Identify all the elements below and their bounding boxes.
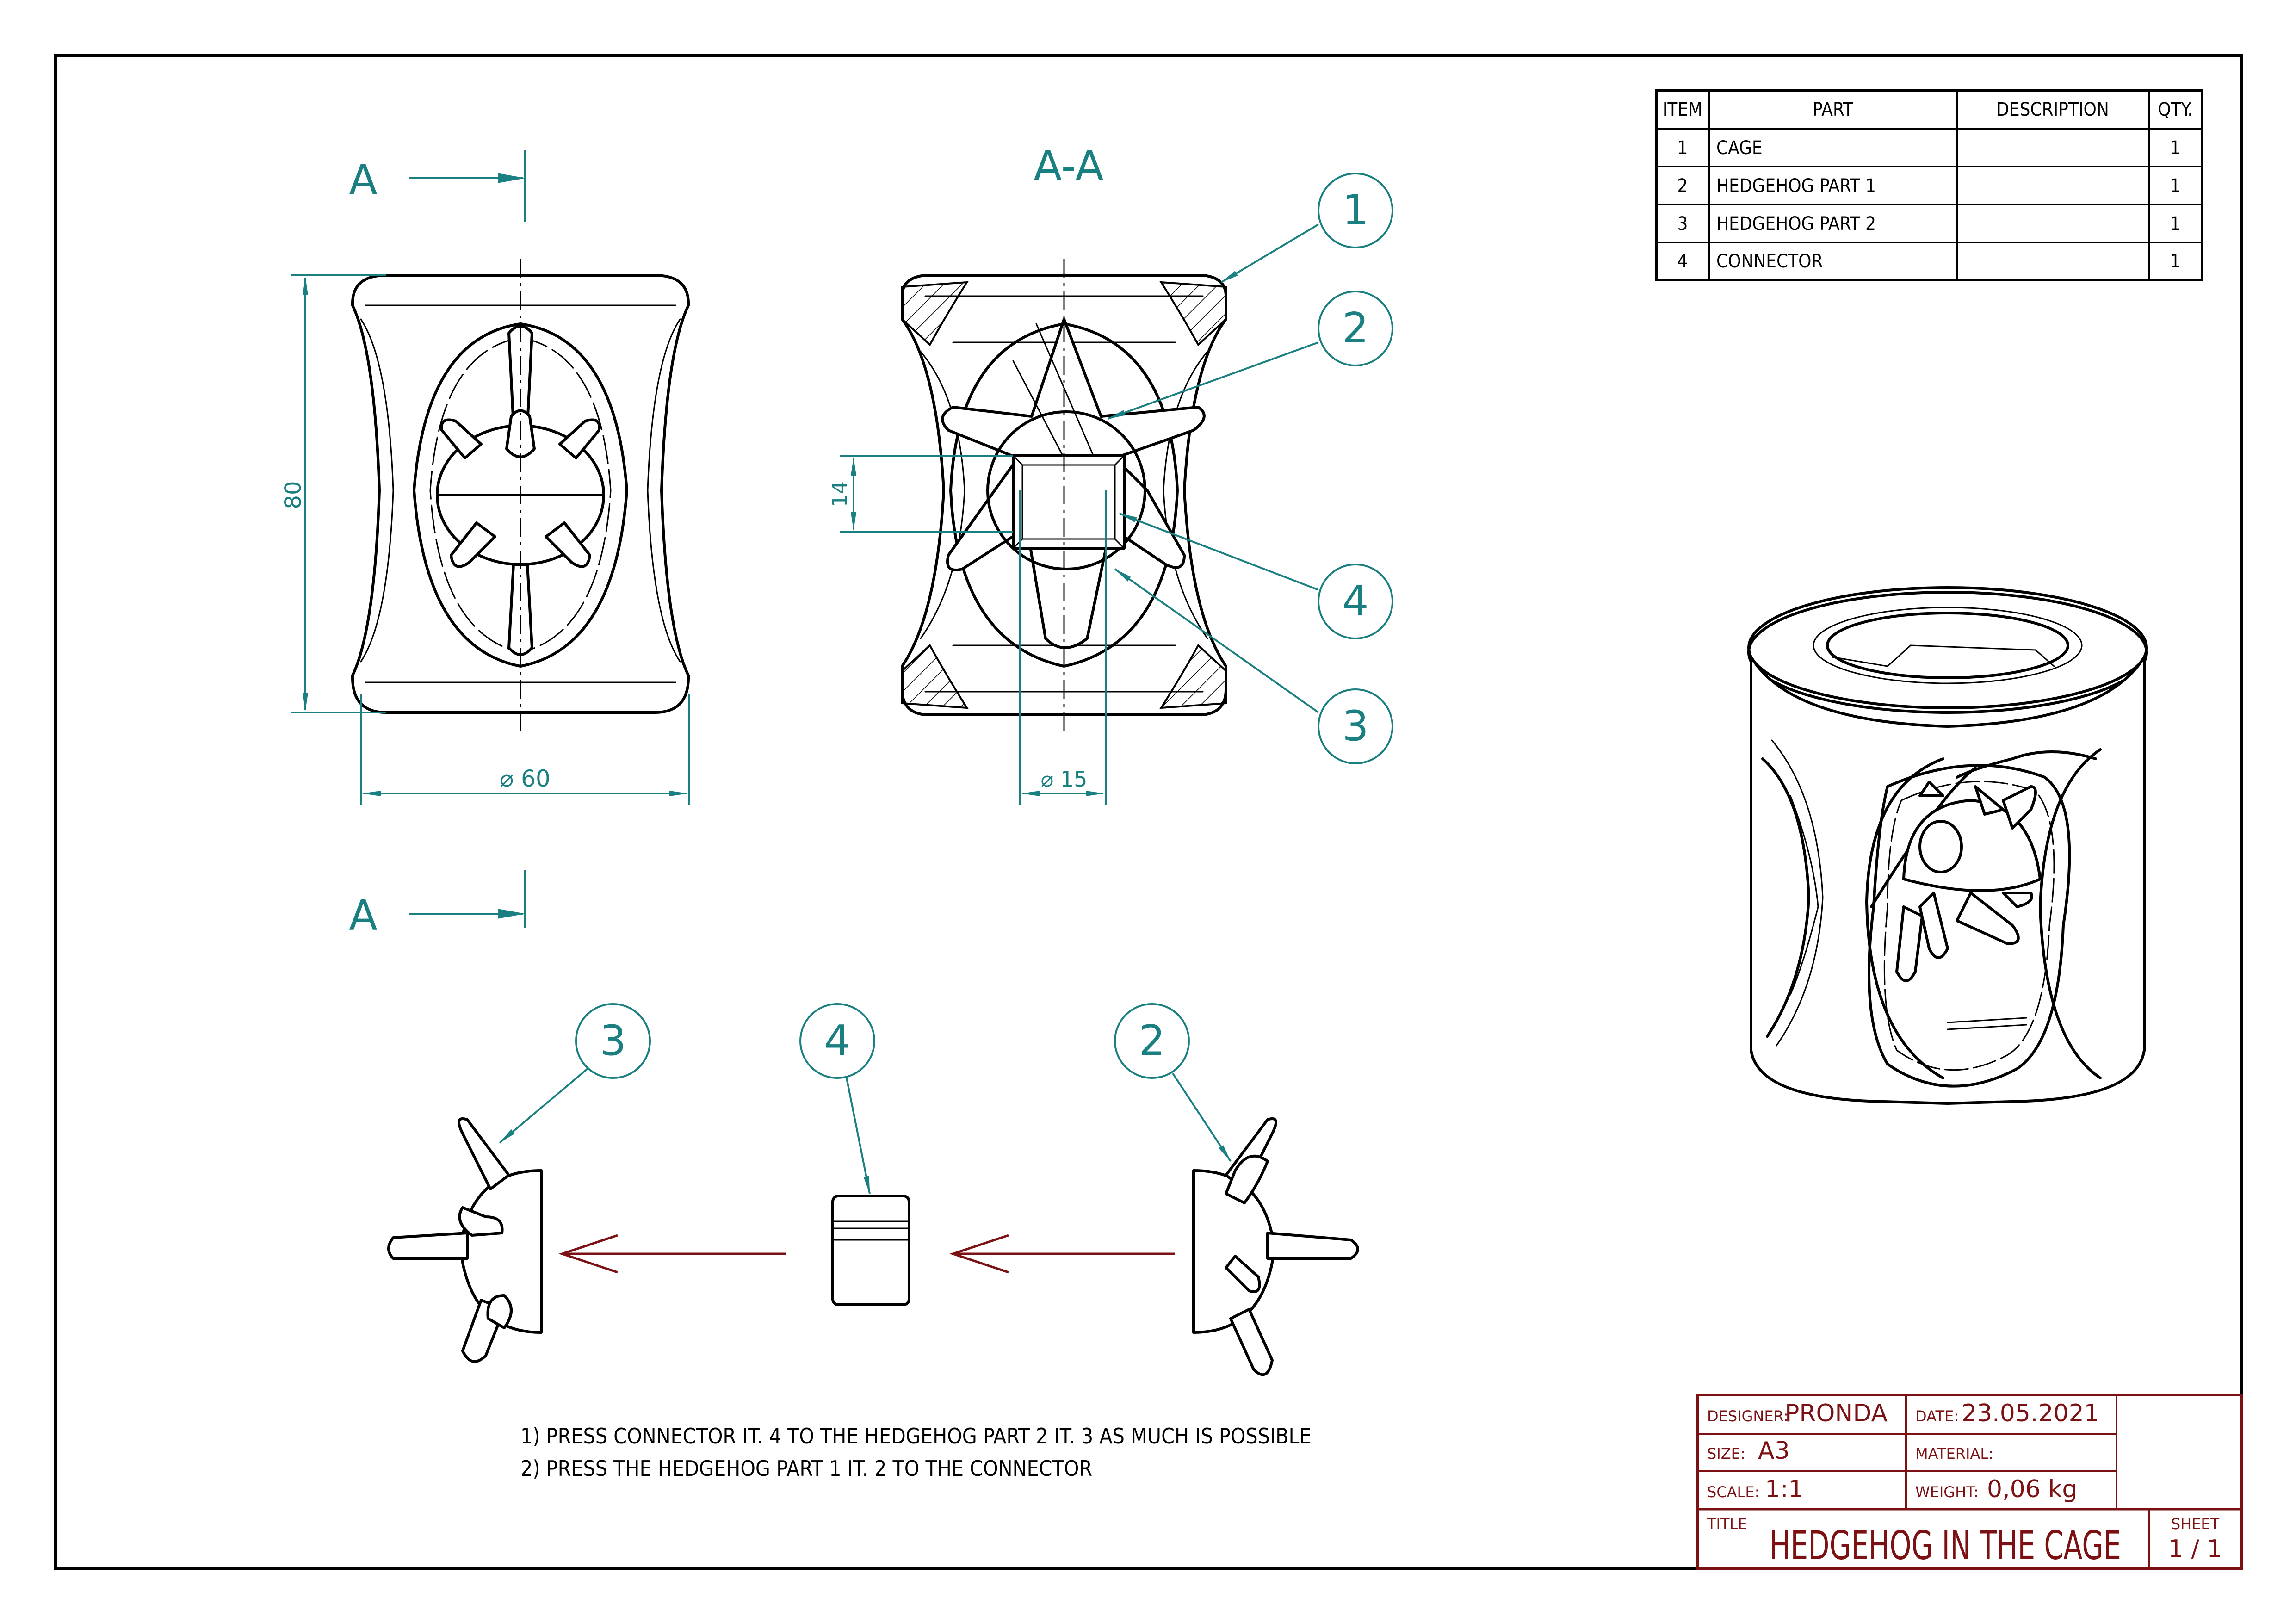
svg-text:2: 2 [1139, 1016, 1165, 1065]
bom-cell: 1 [2170, 137, 2181, 159]
bom-cell: CAGE [1716, 137, 1763, 159]
section-label-top: A [349, 156, 378, 204]
isometric-view [1747, 586, 2148, 1105]
svg-text:1: 1 [1342, 186, 1368, 235]
bom-cell: 1 [2170, 213, 2181, 235]
assembly-note-1: 1) PRESS CONNECTOR IT. 4 TO THE HEDGEHOG… [520, 1424, 1312, 1449]
bom-table: ITEM PART DESCRIPTION QTY. 1 CAGE 1 2 HE… [1655, 89, 2203, 281]
section-marker-top: A [349, 150, 526, 222]
bom-header-description: DESCRIPTION [1996, 99, 2109, 120]
svg-text:2: 2 [1342, 304, 1368, 353]
balloon-2: 2 [1107, 291, 1393, 420]
dimension-outer-diameter: ⌀ 60 [360, 694, 690, 805]
sheet-border [54, 54, 2243, 1570]
assembly-note-2: 2) PRESS THE HEDGEHOG PART 1 IT. 2 TO TH… [520, 1456, 1092, 1481]
bom-header-qty: QTY. [2158, 99, 2193, 120]
weight-label: WEIGHT: [1915, 1483, 1979, 1501]
part-connector [831, 1195, 910, 1306]
section-marker-bottom: A [349, 870, 526, 940]
date-label: DATE: [1915, 1407, 1959, 1425]
date-value: 23.05.2021 [1962, 1400, 2099, 1427]
size-label: SIZE: [1707, 1445, 1745, 1462]
section-label-bottom: A [349, 892, 378, 940]
bom-cell: HEDGEHOG PART 1 [1716, 175, 1876, 197]
material-label: MATERIAL: [1915, 1445, 1993, 1462]
designer-value: PRONDA [1785, 1400, 1888, 1427]
bom-cell: 2 [1677, 175, 1688, 197]
dimension-square-label: 14 [828, 481, 852, 507]
sheet-value: 1 / 1 [2168, 1535, 2222, 1563]
balloon-3: 3 [1114, 568, 1393, 764]
size-value: A3 [1758, 1437, 1790, 1465]
bom-cell: 1 [2170, 251, 2181, 272]
bom-header-part: PART [1813, 99, 1854, 120]
sheet-label: SHEET [2171, 1515, 2220, 1533]
weight-value: 0,06 kg [1987, 1475, 2077, 1503]
dimension-outer-diameter-label: ⌀ 60 [500, 765, 551, 792]
scale-label: SCALE: [1707, 1483, 1759, 1501]
exploded-assembly [387, 1117, 1359, 1376]
svg-text:3: 3 [600, 1016, 626, 1065]
svg-text:4: 4 [824, 1016, 850, 1065]
dimension-inner-diameter-label: ⌀ 15 [1041, 767, 1088, 792]
dimension-inner-diameter: ⌀ 15 [1019, 490, 1107, 805]
dimension-height-label: 80 [280, 481, 306, 509]
part-hedgehog-1 [1192, 1117, 1359, 1376]
dimension-square: 14 [828, 455, 1013, 533]
svg-text:4: 4 [1342, 577, 1368, 626]
dimension-height: 80 [280, 274, 386, 713]
section-title: A-A [1034, 142, 1104, 191]
bom-cell: 1 [2170, 175, 2181, 197]
part-hedgehog-2 [387, 1117, 543, 1363]
bom-cell: CONNECTOR [1716, 251, 1823, 272]
scale-value: 1:1 [1765, 1475, 1804, 1503]
bom-cell: 1 [1677, 137, 1688, 159]
balloon-explode-3: 3 [499, 1003, 651, 1144]
balloon-explode-4: 4 [799, 1003, 875, 1195]
title-label: TITLE [1707, 1515, 1747, 1533]
bom-cell: HEDGEHOG PART 2 [1716, 213, 1876, 235]
balloon-1: 1 [1220, 173, 1393, 283]
title-block: DESIGNER: PRONDA DATE: 23.05.2021 SIZE: … [1696, 1394, 2243, 1570]
bom-cell: 3 [1677, 213, 1688, 235]
bom-cell: 4 [1677, 251, 1688, 272]
bom-header-item: ITEM [1663, 99, 1702, 120]
section-view: A-A [901, 142, 1227, 731]
front-view [351, 259, 690, 731]
svg-text:3: 3 [1342, 702, 1368, 750]
designer-label: DESIGNER: [1707, 1407, 1789, 1425]
drawing-title: HEDGEHOG IN THE CAGE [1770, 1523, 2121, 1569]
balloon-explode-2: 2 [1114, 1003, 1232, 1162]
balloon-4: 4 [1119, 513, 1393, 639]
